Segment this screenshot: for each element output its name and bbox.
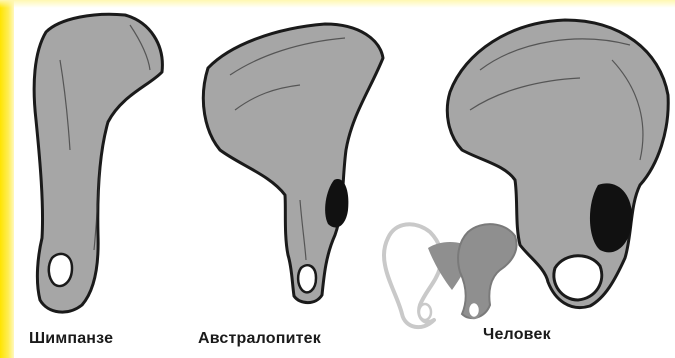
inset-right-hip <box>458 224 516 318</box>
australopithecus-foramen <box>298 265 316 292</box>
chimpanzee-foramen <box>49 254 72 286</box>
chimpanzee-pelvis <box>34 14 162 312</box>
label-australopithecus: Австралопитек <box>198 330 321 348</box>
inset-left-hip-outline <box>384 224 442 327</box>
label-human: Человек <box>483 326 551 344</box>
australopithecus-pelvis <box>203 24 383 303</box>
label-chimpanzee: Шимпанзе <box>29 330 113 348</box>
inset-left-foramen <box>419 304 431 320</box>
inset-right-foramen <box>468 302 480 318</box>
human-foramen <box>554 256 602 300</box>
human-pelvis-inset <box>384 224 517 327</box>
australopithecus-bone-shape <box>203 24 383 303</box>
